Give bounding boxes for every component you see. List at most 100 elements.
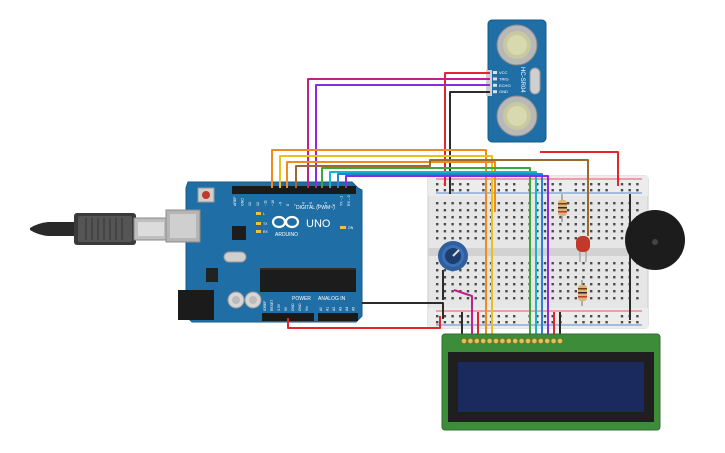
header-pin-label: 8 xyxy=(286,204,290,206)
terminal-hole xyxy=(590,297,593,300)
header-pin-label: RX←0 xyxy=(347,195,351,206)
lcd-pin xyxy=(557,338,563,344)
terminal-hole xyxy=(466,269,470,272)
terminal-hole xyxy=(436,202,439,205)
terminal-hole xyxy=(436,269,439,272)
rail-hole xyxy=(513,321,516,324)
terminal-hole xyxy=(436,209,439,212)
terminal-hole xyxy=(474,276,477,279)
terminal-hole xyxy=(590,237,593,240)
terminal-hole xyxy=(513,230,516,233)
terminal-hole xyxy=(482,290,485,293)
terminal-hole xyxy=(590,290,593,293)
rail-hole xyxy=(559,183,562,186)
terminal-hole xyxy=(505,202,508,205)
rail-hole xyxy=(551,321,554,324)
header-pin-label: 2 xyxy=(332,204,336,206)
rail-hole xyxy=(590,189,593,192)
digital-label: DIGITAL (PWM~) xyxy=(296,205,335,211)
digital-header xyxy=(232,186,356,194)
rail-hole xyxy=(436,183,439,186)
terminal-hole xyxy=(459,283,462,286)
potentiometer[interactable] xyxy=(438,241,468,271)
terminal-hole xyxy=(543,297,547,300)
terminal-hole xyxy=(597,209,601,212)
terminal-hole xyxy=(513,202,516,205)
terminal-hole xyxy=(474,230,477,233)
wire-blue xyxy=(337,173,543,338)
terminal-hole xyxy=(513,290,516,293)
terminal-hole xyxy=(466,290,470,293)
rail-hole xyxy=(628,189,631,192)
terminal-hole xyxy=(620,230,624,233)
terminal-hole xyxy=(597,230,601,233)
rail-hole xyxy=(513,189,516,192)
terminal-hole xyxy=(536,223,539,226)
terminal-hole xyxy=(582,230,585,233)
header-pin-label: 13 xyxy=(248,202,252,206)
terminal-hole xyxy=(566,202,570,205)
power-pin-label: Vin xyxy=(305,306,309,311)
terminal-hole xyxy=(505,216,508,219)
rail-hole xyxy=(574,321,577,324)
rail-hole xyxy=(466,189,470,192)
terminal-hole xyxy=(451,237,454,240)
rail-hole xyxy=(466,315,470,318)
header-pin-label: AREF xyxy=(233,196,237,206)
rail-hole xyxy=(620,189,624,192)
terminal-hole xyxy=(474,297,477,300)
terminal-hole xyxy=(574,276,577,279)
analog-pin-label: A3 xyxy=(339,307,343,311)
terminal-hole xyxy=(459,269,462,272)
rail-hole xyxy=(543,183,547,186)
terminal-hole xyxy=(551,230,554,233)
terminal-hole xyxy=(566,276,570,279)
terminal-hole xyxy=(520,202,524,205)
sensor-pin-label: VCC xyxy=(499,70,508,75)
sensor-pin-label: TRIG xyxy=(499,76,509,81)
terminal-hole xyxy=(466,216,470,219)
terminal-hole xyxy=(574,209,577,212)
terminal-hole xyxy=(543,262,547,265)
terminal-hole xyxy=(466,209,470,212)
lcd-pin xyxy=(525,338,531,344)
terminal-hole xyxy=(605,237,608,240)
terminal-hole xyxy=(497,283,500,286)
terminal-hole xyxy=(466,262,470,265)
terminal-hole xyxy=(497,269,500,272)
terminal-hole xyxy=(551,283,554,286)
lcd-screen xyxy=(458,362,644,412)
power-pin-label: GND xyxy=(291,303,295,311)
wire-lcd-magenta xyxy=(453,289,473,338)
terminal-hole xyxy=(605,202,608,205)
terminal-hole xyxy=(566,269,570,272)
terminal-hole xyxy=(582,262,585,265)
power-pin-label: 3.3V xyxy=(277,303,281,311)
terminal-hole xyxy=(590,202,593,205)
terminal-hole xyxy=(443,276,447,279)
rail-hole xyxy=(513,315,516,318)
terminal-hole xyxy=(513,283,516,286)
terminal-hole xyxy=(574,237,577,240)
terminal-hole xyxy=(597,223,601,226)
rail-hole xyxy=(597,321,601,324)
rail-hole xyxy=(605,321,608,324)
wire-yellow xyxy=(279,155,493,338)
terminal-hole xyxy=(505,230,508,233)
wire-vcc xyxy=(444,72,490,186)
terminal-hole xyxy=(590,269,593,272)
terminal-hole xyxy=(536,262,539,265)
terminal-hole xyxy=(459,216,462,219)
terminal-hole xyxy=(505,290,508,293)
terminal-hole xyxy=(459,230,462,233)
analog-label: ANALOG IN xyxy=(318,296,346,302)
terminal-hole xyxy=(574,230,577,233)
rail-hole xyxy=(443,321,447,324)
led-rx-icon xyxy=(256,230,261,233)
terminal-hole xyxy=(582,216,585,219)
rail-hole xyxy=(605,189,608,192)
header-pin-label: ~11 xyxy=(263,200,267,206)
header-pin-label: 12 xyxy=(256,202,260,206)
terminal-hole xyxy=(566,230,570,233)
